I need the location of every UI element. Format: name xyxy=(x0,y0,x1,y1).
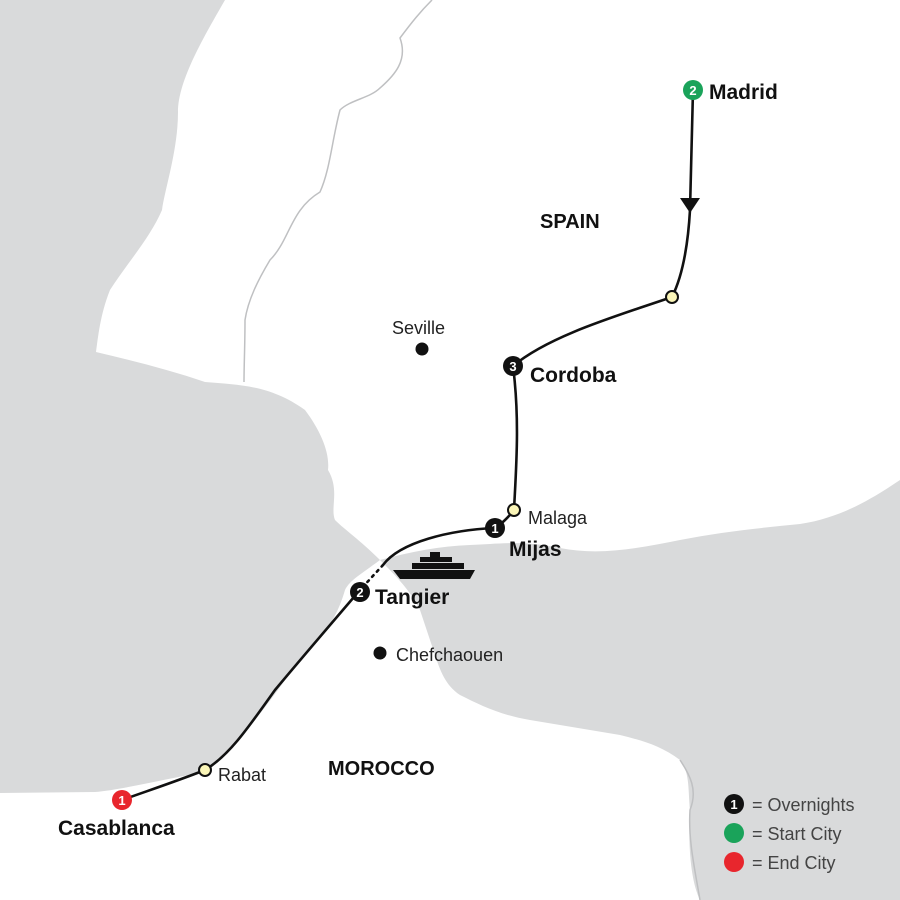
country-label-morocco: MOROCCO xyxy=(328,758,435,780)
city-label-rabat: Rabat xyxy=(218,765,266,785)
city-label-seville: Seville xyxy=(392,318,445,338)
marker-casablanca: 1 xyxy=(112,790,132,810)
ferry-icon xyxy=(393,552,475,579)
route xyxy=(120,88,695,802)
svg-text:2: 2 xyxy=(689,83,696,98)
waypoint-malaga xyxy=(507,503,521,517)
svg-text:= End City: = End City xyxy=(752,853,836,873)
legend: 1 = Overnights = Start City = End City xyxy=(724,794,855,873)
route-mijas-ferry xyxy=(381,526,497,567)
svg-text:= Overnights: = Overnights xyxy=(752,795,855,815)
route-madrid-waypoint xyxy=(670,88,695,299)
legend-end-city: = End City xyxy=(724,852,836,873)
marker-tangier: 2 xyxy=(350,582,370,602)
spain-portugal-border xyxy=(243,0,433,383)
marker-madrid: 2 xyxy=(683,80,703,100)
city-label-cordoba: Cordoba xyxy=(530,364,617,387)
city-label-mijas: Mijas xyxy=(509,538,562,561)
seville-dot xyxy=(415,342,429,356)
svg-text:3: 3 xyxy=(509,359,516,374)
city-label-madrid: Madrid xyxy=(709,81,778,104)
waypoint-rabat xyxy=(198,763,212,777)
atlantic-ocean xyxy=(0,0,380,793)
city-label-chefchaouen: Chefchaouen xyxy=(396,645,503,665)
chefchaouen-dot xyxy=(373,646,387,660)
route-cordoba-malaga xyxy=(511,364,519,512)
legend-start-city: = Start City xyxy=(724,823,842,844)
city-label-tangier: Tangier xyxy=(375,586,449,609)
svg-text:= Start City: = Start City xyxy=(752,824,842,844)
route-tangier-rabat xyxy=(203,588,362,772)
waypoints xyxy=(198,290,679,777)
direction-arrow-icon xyxy=(680,198,700,213)
city-label-casablanca: Casablanca xyxy=(58,817,175,840)
svg-text:2: 2 xyxy=(356,585,363,600)
mediterranean-sea xyxy=(380,480,900,900)
svg-text:1: 1 xyxy=(730,797,737,812)
morocco-algeria-border xyxy=(679,759,701,900)
marker-cordoba: 3 xyxy=(503,356,523,376)
svg-text:1: 1 xyxy=(491,521,498,536)
legend-overnights: 1 = Overnights xyxy=(724,794,855,815)
route-waypoint-cordoba xyxy=(511,295,674,368)
marker-mijas: 1 xyxy=(485,518,505,538)
country-label-spain: SPAIN xyxy=(540,211,600,233)
svg-text:1: 1 xyxy=(118,793,125,808)
waypoint-marker xyxy=(665,290,679,304)
borders xyxy=(243,0,701,900)
city-label-malaga: Malaga xyxy=(528,508,588,528)
